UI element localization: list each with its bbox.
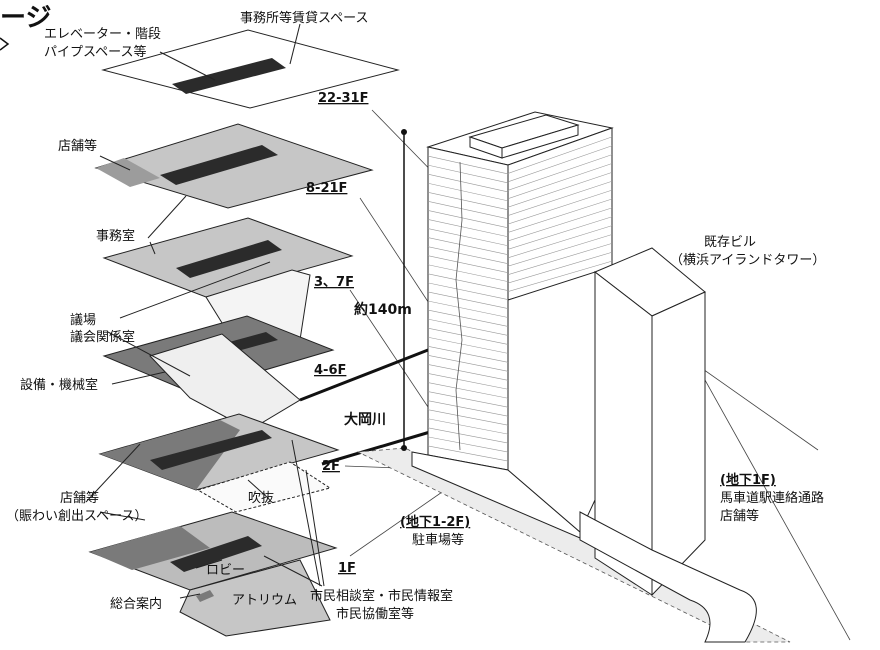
- floor-8-21f: 8-21F: [306, 181, 347, 196]
- label-equipment: 設備・機械室: [20, 377, 98, 393]
- label-river: 大岡川: [344, 411, 386, 428]
- label-citizens: 市民相談室・市民情報室: [310, 588, 453, 604]
- label-atrium: アトリウム: [232, 593, 297, 608]
- label-height: 約140m: [354, 301, 412, 318]
- plate-22-31f: [101, 29, 400, 109]
- label-office: 事務室: [96, 228, 135, 244]
- height-dimension: [401, 129, 407, 451]
- main-tower: [411, 111, 614, 539]
- plate-1f: [88, 511, 338, 637]
- label-void: 吹抜: [248, 490, 274, 506]
- floor-b1: (地下1F): [720, 472, 776, 488]
- leader-lines: [85, 23, 325, 599]
- floor-2f: 2F: [322, 459, 340, 474]
- floor-3-7f: 3、7F: [314, 275, 354, 290]
- label-b1-shops: 店舗等: [720, 508, 759, 524]
- plate-8-21f: [94, 123, 374, 209]
- plate-3-7f: [102, 217, 354, 353]
- label-assembly: 議場: [70, 313, 96, 328]
- label-info: 総合案内: [110, 596, 162, 612]
- label-existing: 既存ビル: [704, 235, 756, 250]
- label-citizens-2: 市民協働室等: [336, 606, 414, 622]
- label-shops-2-note: （賑わい創出スペース）: [6, 509, 147, 524]
- existing-building: [579, 247, 757, 643]
- corner-chevron-icon: [0, 37, 10, 51]
- floor-4-6f: 4-6F: [314, 363, 346, 378]
- label-shops: 店舗等: [58, 138, 97, 154]
- plate-2f: [98, 413, 340, 513]
- label-assembly-rooms: 議会関係室: [70, 329, 135, 345]
- floor-parking: (地下1-2F): [400, 514, 470, 530]
- connection-lines: [299, 348, 431, 466]
- label-shops-2: 店舗等: [60, 490, 99, 506]
- label-parking: 駐車場等: [412, 532, 464, 548]
- label-rental-space: 事務所等賃貸スペース: [240, 10, 368, 26]
- floor-1f: 1F: [338, 561, 356, 576]
- label-lobby: ロビー: [206, 563, 245, 578]
- label-elevator: エレベーター・階段: [44, 27, 161, 42]
- road-line: [704, 379, 851, 641]
- label-pipespace: パイプスペース等: [44, 44, 146, 60]
- label-b1-passage: 馬車道駅連絡通路: [720, 490, 824, 506]
- floor-22-31f: 22-31F: [318, 91, 368, 106]
- corner-title: ージ: [0, 3, 51, 33]
- label-existing-name: （横浜アイランドタワー）: [670, 253, 825, 268]
